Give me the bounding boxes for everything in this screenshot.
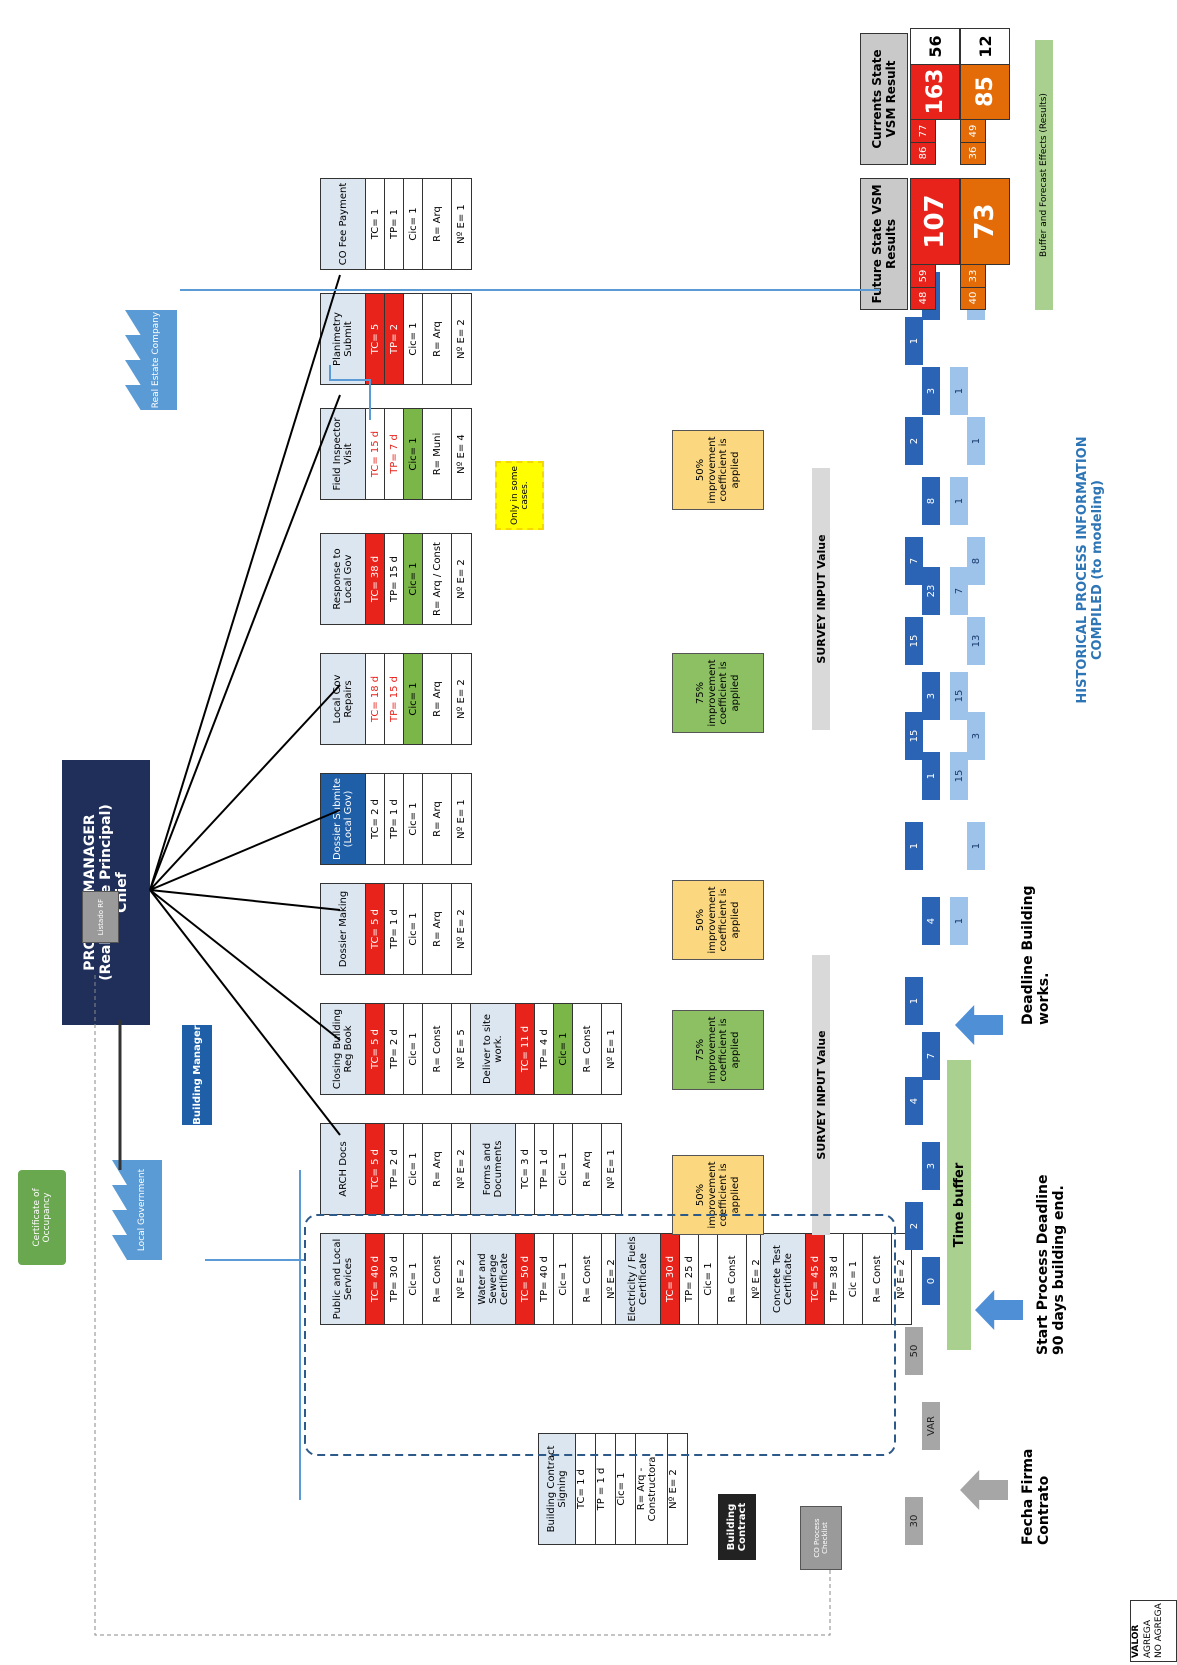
- info-flow-lines: [180, 289, 880, 1500]
- service-group-border: [304, 1214, 896, 1456]
- manager-arrows: [149, 274, 341, 1136]
- dashed-loop: [94, 975, 831, 1636]
